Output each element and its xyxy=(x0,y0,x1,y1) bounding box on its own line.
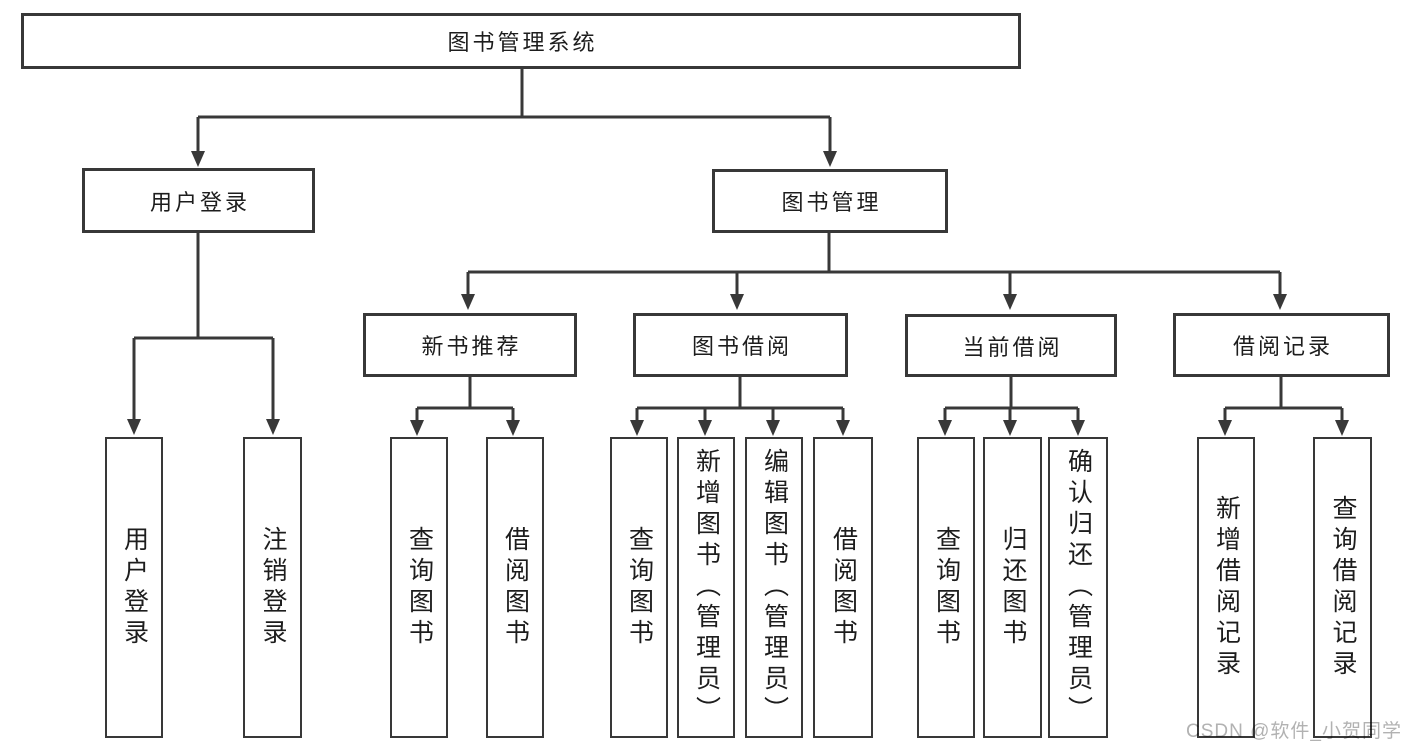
connector-user-login-children xyxy=(132,233,275,422)
node-current-borrowing: 当前借阅 xyxy=(905,314,1117,377)
arrowhead-icon xyxy=(461,294,475,310)
arrowhead-icon xyxy=(836,420,850,436)
leaf-bb-edit-books-admin: 编辑图书（管理员） xyxy=(745,437,803,738)
arrowhead-icon xyxy=(823,151,837,167)
node-root-system-title: 图书管理系统 xyxy=(21,13,1021,69)
arrowhead-icon xyxy=(410,420,424,436)
node-borrow-records: 借阅记录 xyxy=(1173,313,1390,377)
connector-root-to-level2 xyxy=(196,68,832,154)
arrowhead-icon xyxy=(191,151,205,167)
connector-book-borrow-children xyxy=(635,377,845,423)
leaf-cb-return-books: 归还图书 xyxy=(983,437,1042,738)
connector-borrow-records-children xyxy=(1223,377,1344,423)
arrowhead-icon xyxy=(766,420,780,436)
leaf-bb-query-books: 查询图书 xyxy=(610,437,668,738)
arrowhead-icon xyxy=(938,420,952,436)
arrowhead-icon xyxy=(730,294,744,310)
arrowhead-icon xyxy=(266,419,280,435)
arrowhead-icon xyxy=(1003,294,1017,310)
leaf-nb-borrow-books: 借阅图书 xyxy=(486,437,544,738)
arrowhead-icon xyxy=(1003,420,1017,436)
arrowhead-icon xyxy=(1335,420,1349,436)
arrowhead-icon xyxy=(1218,420,1232,436)
leaf-bb-borrow-books: 借阅图书 xyxy=(813,437,873,738)
node-book-management: 图书管理 xyxy=(712,169,948,233)
leaf-bb-add-books-admin: 新增图书（管理员） xyxy=(677,437,735,738)
leaf-cb-confirm-return-admin: 确认归还（管理员） xyxy=(1048,437,1108,738)
leaf-nb-query-books: 查询图书 xyxy=(390,437,448,738)
leaf-br-query-record: 查询借阅记录 xyxy=(1313,437,1372,738)
leaf-logout: 注销登录 xyxy=(243,437,302,738)
leaf-user-login: 用户登录 xyxy=(105,437,163,738)
node-book-borrowing: 图书借阅 xyxy=(633,313,848,377)
arrowhead-icon xyxy=(1071,420,1085,436)
arrowheads xyxy=(127,151,1349,436)
leaf-br-add-record: 新增借阅记录 xyxy=(1197,437,1255,738)
csdn-watermark: CSDN @软件_小贺同学 xyxy=(1186,721,1402,742)
arrowhead-icon xyxy=(630,420,644,436)
connector-new-book-children xyxy=(415,377,515,423)
connector-book-mgmt-children xyxy=(466,233,1282,296)
node-new-book-recommend: 新书推荐 xyxy=(363,313,577,377)
node-user-login: 用户登录 xyxy=(82,168,315,233)
arrowhead-icon xyxy=(1273,294,1287,310)
arrowhead-icon xyxy=(127,419,141,435)
arrowhead-icon xyxy=(698,420,712,436)
connector-current-borrow-children xyxy=(943,377,1080,423)
arrowhead-icon xyxy=(506,420,520,436)
leaf-cb-query-books: 查询图书 xyxy=(917,437,975,738)
